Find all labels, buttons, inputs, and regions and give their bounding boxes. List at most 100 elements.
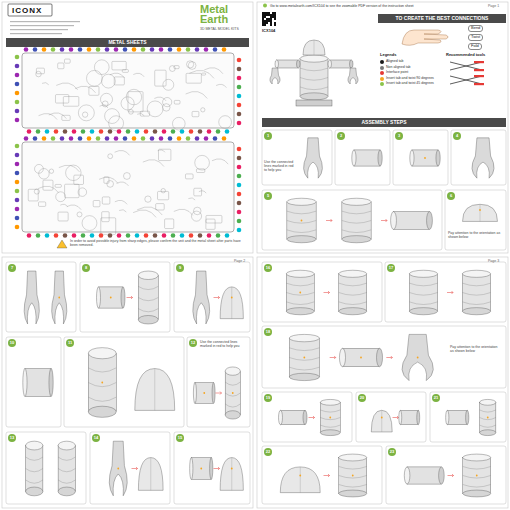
step-number: 1 [264,132,272,140]
step-number: 21 [432,394,440,402]
dome-rib [480,204,481,221]
sheet-part [202,73,206,75]
sheet-part [99,177,118,183]
step-number-text: 3 [398,134,400,138]
qr-cell [272,16,274,18]
sheet-part [56,83,77,90]
tube-end [339,348,345,366]
step-figure [279,399,341,435]
part-dot [114,136,119,141]
step-panel [64,337,184,427]
step-figure [24,271,67,324]
tube-body [330,60,352,68]
tip-dot [263,4,267,8]
legend-swatch [380,71,384,75]
part-dot [15,198,20,203]
tube-end [436,150,440,166]
sheet-part [219,116,232,129]
tab-mark [58,297,60,299]
step-number: 12 [189,339,197,347]
part-dot [198,129,203,134]
page-border [2,257,253,508]
assembly-arrow [216,392,222,395]
step-panel [262,130,332,185]
sheet-part [174,100,180,104]
assembly-arrow [309,416,315,419]
legend-row: Insert tab and twist 90 degrees [380,77,444,81]
cylinder-band [88,397,116,401]
step-panel [262,392,352,442]
cylinder-band [462,302,490,305]
cylinder-band [289,358,319,361]
part-dot [15,180,20,185]
warning-note: In order to avoid possible injury from s… [70,239,245,247]
sheet-part [163,79,174,90]
part-dot [15,118,20,123]
sheet-part [199,191,206,193]
sheet-part [147,101,163,117]
node-text: Bend [471,26,480,30]
cylinder-band [462,283,490,286]
step-figure [409,270,490,315]
sheet-part [36,71,42,77]
sheet-part [163,104,171,112]
part-dot [15,82,20,87]
cylinder-band [463,476,491,479]
part-dot [63,233,68,238]
page-number: Page 1 [488,4,506,8]
part-dot [51,47,56,52]
part-dot [162,129,167,134]
step-panel [174,262,250,332]
action-box: Fold [468,43,482,50]
step-panel [174,432,250,504]
cylinder-top [26,441,43,450]
tube-body [412,150,438,166]
qr-cell [270,16,272,18]
step-number: 15 [176,434,184,442]
assembly-arrow [381,219,387,222]
cylinder-band [409,302,437,305]
sheet-part [55,184,61,187]
part-dot [27,233,32,238]
assembly-note: Pay attention to the orientation as show… [450,345,502,353]
step-number: 17 [387,264,395,272]
part-dot [150,136,155,141]
part-dot [159,47,164,52]
part-dot [33,47,38,52]
cylinder-body [339,274,367,311]
part-dot [159,136,164,141]
sheet-part [78,188,87,197]
cylinder-base [480,430,496,436]
assembly-arrow [214,467,220,470]
tab-mark [352,475,354,477]
cylinder-band [88,383,116,387]
part-dot [207,129,212,134]
tab-mark [301,220,303,222]
cylinder-body [463,458,491,494]
qr-cell [262,22,264,24]
part-dot [171,233,176,238]
cylinder-base [287,236,316,243]
part-dot [63,129,68,134]
part-dot [135,233,140,238]
cylinder-base [339,308,367,315]
part-dot [96,136,101,141]
part-dot [180,129,185,134]
step-figure [193,367,240,419]
node-text: METAL SHEETS [108,40,146,46]
cylinder-body [225,371,240,415]
part-dot [216,233,221,238]
tube-end [427,212,433,230]
tube-end [391,212,397,230]
legend: Aligned tabNon aligned tabInterface poin… [380,60,444,88]
cylinder-base [225,411,240,419]
step-number: 9 [176,264,184,272]
qr-cell [262,24,264,26]
dome-part [371,410,392,432]
part-dot [237,121,242,126]
assembly-arrow [127,296,133,299]
sheet-part [74,175,84,184]
cylinder-base [289,373,319,380]
assembly-arrow [447,291,453,294]
step-number: 2 [337,132,345,140]
